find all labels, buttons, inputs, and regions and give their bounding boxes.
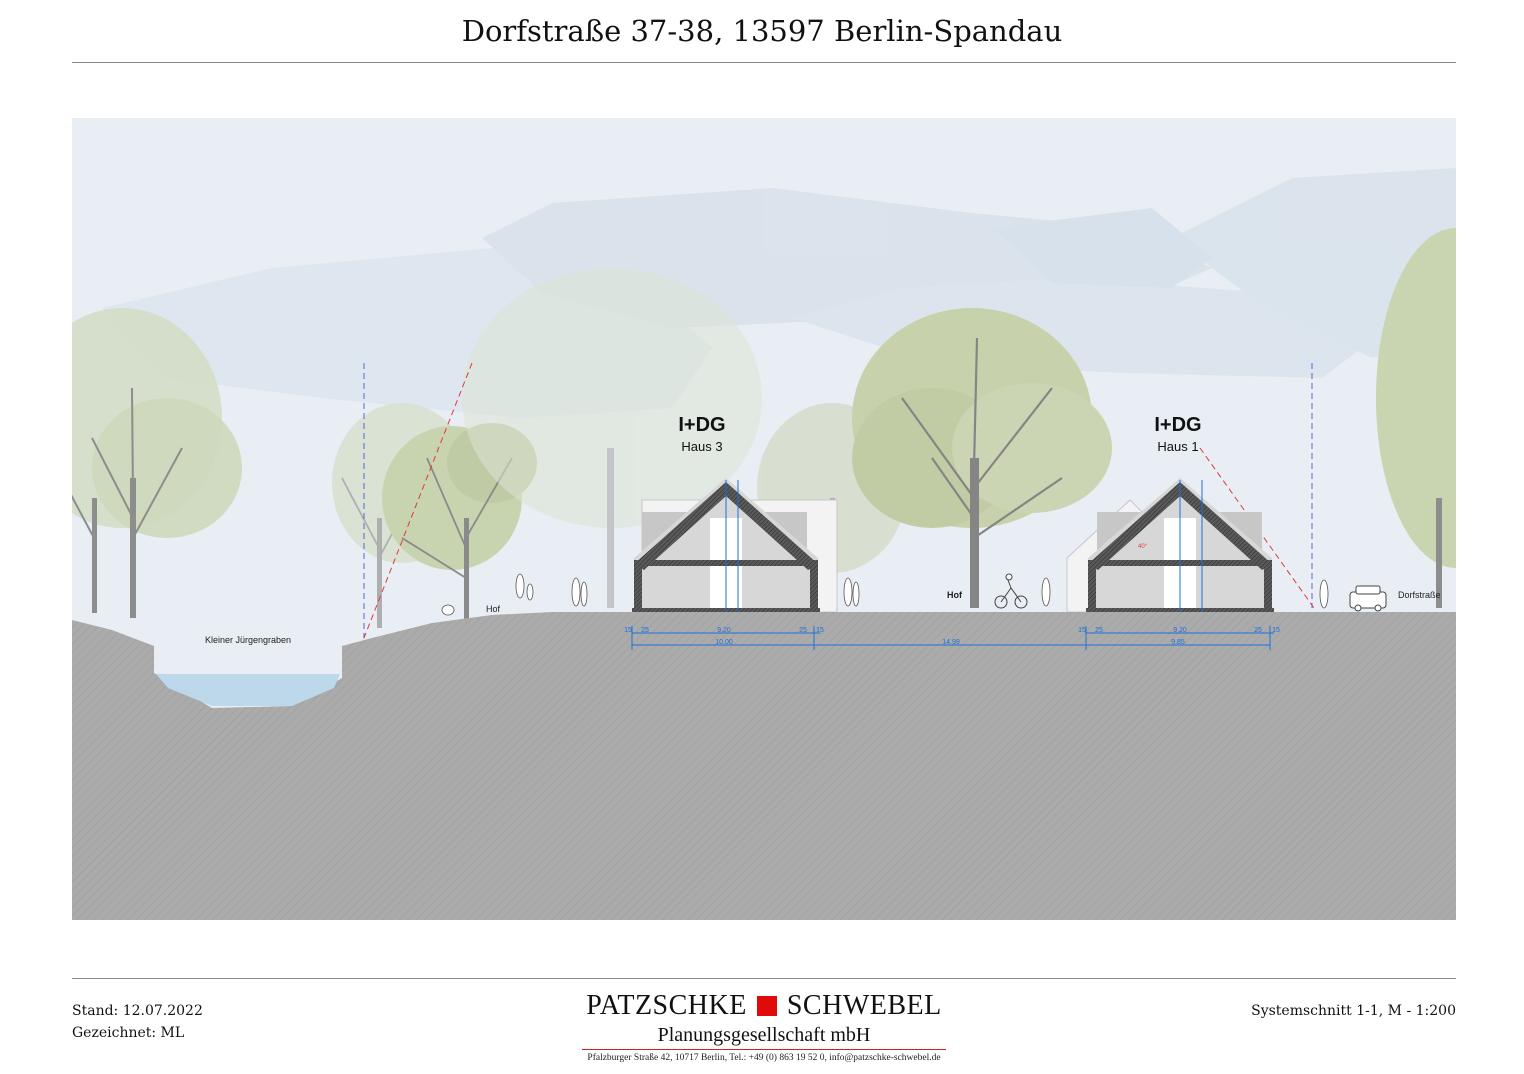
company-name-left: PATZSCHKE	[586, 990, 747, 1021]
company-subtitle: Planungsgesellschaft mbH	[657, 1024, 871, 1046]
company-logo: PATZSCHKE SCHWEBEL Planungsgesellschaft …	[582, 990, 946, 1063]
svg-text:15: 15	[816, 627, 824, 634]
company-address: Pfalzburger Straße 42, 10717 Berlin, Tel…	[587, 1053, 941, 1063]
company-name-right: SCHWEBEL	[786, 990, 942, 1021]
svg-text:15: 15	[1078, 627, 1086, 634]
house-haus-1	[1086, 478, 1274, 614]
cloud	[992, 208, 1212, 288]
trees	[72, 228, 1456, 628]
building-name-haus-1: Haus 1	[1157, 439, 1198, 454]
cloud	[1172, 168, 1456, 358]
roof-angle-label: 40°	[1138, 544, 1148, 550]
people-figures	[441, 573, 1329, 616]
tree-right-edge	[1376, 228, 1456, 608]
building-name-haus-3: Haus 3	[681, 439, 722, 454]
person-figure	[1319, 579, 1329, 609]
svg-text:25: 25	[1095, 627, 1103, 634]
header-divider	[72, 62, 1456, 63]
drawn-by: Gezeichnet: ML	[72, 1025, 185, 1041]
page-title: Dorfstraße 37-38, 13597 Berlin-Spandau	[461, 14, 1063, 48]
tree-left-far	[72, 308, 242, 618]
svg-text:25: 25	[799, 627, 807, 634]
street-label: Dorfstraße	[1398, 590, 1441, 600]
svg-text:9.20: 9.20	[717, 627, 731, 634]
house-haus-3	[632, 478, 820, 614]
svg-text:15: 15	[1272, 627, 1280, 634]
svg-text:9.20: 9.20	[1173, 627, 1187, 634]
cyclist-figure	[994, 573, 1028, 609]
setback-line-left	[361, 362, 473, 644]
logo-divider	[582, 1049, 946, 1050]
person-figure	[1041, 577, 1051, 607]
sheet-info: Systemschnitt 1-1, M - 1:200	[1251, 1003, 1456, 1019]
footer-divider	[72, 978, 1456, 979]
svg-text:25: 25	[641, 627, 649, 634]
section-drawing: Kleiner Jürgengraben Hof Hof Dorfstraße …	[72, 118, 1456, 920]
person-figure	[843, 577, 853, 607]
yard-label-middle: Hof	[947, 590, 963, 600]
person-figure	[526, 583, 534, 601]
person-figure	[580, 581, 588, 607]
yard-label-left: Hof	[486, 604, 501, 614]
logo-square-icon	[756, 996, 777, 1016]
svg-text:9.85: 9.85	[1171, 639, 1185, 646]
car-silhouette	[1349, 585, 1387, 612]
svg-text:10.00: 10.00	[715, 639, 733, 646]
dimension-text: 15 25 9.20 25 15 10.00 14.99 15 25 9.20 …	[624, 627, 1280, 646]
tree-background-center	[462, 268, 762, 608]
footer-info: Stand: 12.07.2022 Gezeichnet: ML	[72, 1000, 203, 1044]
building-levels-haus-1: I+DG	[1154, 414, 1201, 436]
creek-water	[156, 674, 340, 706]
tree-large-center	[852, 308, 1112, 608]
setback-line-right	[1199, 447, 1315, 609]
svg-text:15: 15	[624, 627, 632, 634]
date-stamp: Stand: 12.07.2022	[72, 1003, 203, 1019]
building-levels-haus-3: I+DG	[678, 414, 725, 436]
svg-text:25: 25	[1254, 627, 1262, 634]
svg-text:14.99: 14.99	[942, 639, 960, 646]
person-figure	[441, 604, 455, 616]
dimension-chains	[631, 626, 1274, 650]
ground-section	[72, 612, 1456, 920]
creek-label: Kleiner Jürgengraben	[205, 635, 291, 645]
person-figure	[571, 577, 581, 607]
person-figure	[515, 573, 525, 599]
person-figure	[852, 581, 860, 607]
